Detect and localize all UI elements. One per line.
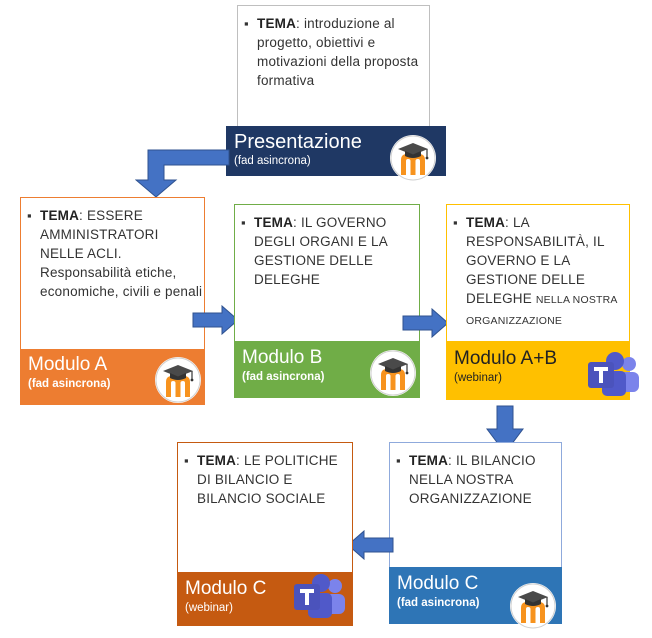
modulo-c-webinar-card: ▪ TEMA: LE POLITICHE DI BILANCIO E BILAN… (177, 442, 353, 572)
modulo-c-webinar-title: Modulo C (185, 578, 267, 599)
bullet-icon: ▪ (27, 208, 32, 223)
moodle-logo-icon (390, 135, 436, 181)
modulo-b-tema: ▪ TEMA: IL GOVERNO DEGLI ORGANI E LA GES… (241, 215, 388, 287)
modulo-a-title: Modulo A (28, 354, 108, 375)
modulo-b-subtitle: (fad asincrona) (242, 371, 325, 383)
presentazione-title: Presentazione (234, 131, 362, 153)
arrow-presentazione-to-modulo-a (135, 149, 230, 198)
modulo-c-fad-subtitle: (fad asincrona) (397, 597, 480, 609)
modulo-ab-title: Modulo A+B (454, 348, 557, 369)
modulo-c-webinar-tema: ▪ TEMA: LE POLITICHE DI BILANCIO E BILAN… (184, 453, 338, 506)
modulo-c-fad-tema: ▪ TEMA: IL BILANCIO NELLA NOSTRA ORGANIZ… (396, 453, 536, 506)
modulo-c-fad-card: ▪ TEMA: IL BILANCIO NELLA NOSTRA ORGANIZ… (389, 442, 562, 567)
presentazione-tema: ▪ TEMA: introduzione al progetto, obiett… (244, 16, 419, 88)
modulo-ab-tema: ▪ TEMA: LA RESPONSABILITÀ, IL GOVERNO E … (453, 215, 618, 327)
modulo-a-subtitle: (fad asincrona) (28, 378, 111, 390)
teams-logo-icon (294, 574, 345, 618)
bullet-icon: ▪ (453, 215, 458, 230)
bullet-icon: ▪ (396, 453, 401, 468)
arrow-modulo-a-to-modulo-b (192, 305, 239, 335)
moodle-logo-icon (370, 350, 416, 396)
modulo-b-title: Modulo B (242, 347, 323, 368)
moodle-logo-icon (155, 357, 201, 403)
bullet-icon: ▪ (184, 453, 189, 468)
bullet-icon: ▪ (244, 16, 249, 31)
bullet-icon: ▪ (241, 215, 246, 230)
modulo-ab-card: ▪ TEMA: LA RESPONSABILITÀ, IL GOVERNO E … (446, 204, 630, 341)
presentazione-subtitle: (fad asincrona) (234, 155, 311, 167)
teams-logo-icon (588, 352, 639, 396)
arrow-modulo-ab-to-modulo-c-fad (486, 405, 524, 454)
modulo-c-webinar-subtitle: (webinar) (185, 602, 233, 614)
arrow-modulo-b-to-modulo-ab (402, 308, 449, 338)
modulo-a-card: ▪ TEMA: ESSERE AMMINISTRATORI NELLE ACLI… (20, 197, 205, 349)
arrow-modulo-c-fad-to-modulo-c-webinar (347, 530, 394, 560)
modulo-ab-subtitle: (webinar) (454, 372, 502, 384)
modulo-b-card: ▪ TEMA: IL GOVERNO DEGLI ORGANI E LA GES… (234, 204, 420, 341)
presentazione-card: ▪ TEMA: introduzione al progetto, obiett… (237, 5, 430, 127)
moodle-logo-icon (510, 583, 556, 629)
modulo-c-fad-title: Modulo C (397, 573, 479, 594)
modulo-a-tema: ▪ TEMA: ESSERE AMMINISTRATORI NELLE ACLI… (27, 208, 203, 299)
